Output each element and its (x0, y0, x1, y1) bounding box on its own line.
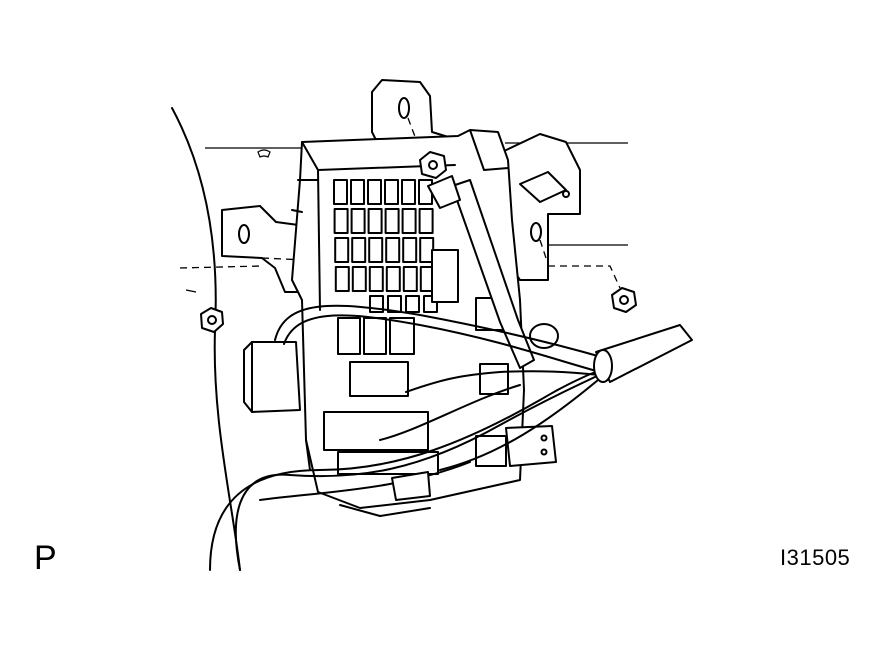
right-nut-icon (548, 265, 637, 313)
fuse (368, 237, 384, 263)
fuse-grid (333, 179, 438, 313)
left-nut-icon (200, 307, 224, 333)
figure-id: I31505 (780, 545, 851, 570)
fuse (384, 179, 399, 205)
fuse (334, 266, 350, 292)
view-label: P (34, 539, 57, 577)
fuse (333, 208, 349, 234)
fuse (368, 266, 384, 292)
fuse (350, 179, 365, 205)
fuse (384, 208, 400, 234)
fuse (334, 237, 350, 263)
fuse (351, 266, 367, 292)
left-mounting-bracket (179, 205, 307, 293)
side-connector (243, 341, 301, 413)
lower-housing (305, 439, 431, 517)
wire-harness (209, 304, 693, 571)
fuse (367, 179, 382, 205)
fuse (418, 179, 433, 205)
fuse (333, 179, 348, 205)
fuse (401, 208, 417, 234)
fuse (405, 295, 420, 313)
fuse (385, 266, 401, 292)
ground-strap (419, 151, 559, 369)
relay-blocks (323, 249, 557, 475)
fuse (402, 237, 418, 263)
fuse (385, 237, 401, 263)
fuse (418, 208, 434, 234)
fuse (401, 179, 416, 205)
fuse (350, 208, 366, 234)
fuse (367, 208, 383, 234)
fuse (402, 266, 418, 292)
fuse (351, 237, 367, 263)
